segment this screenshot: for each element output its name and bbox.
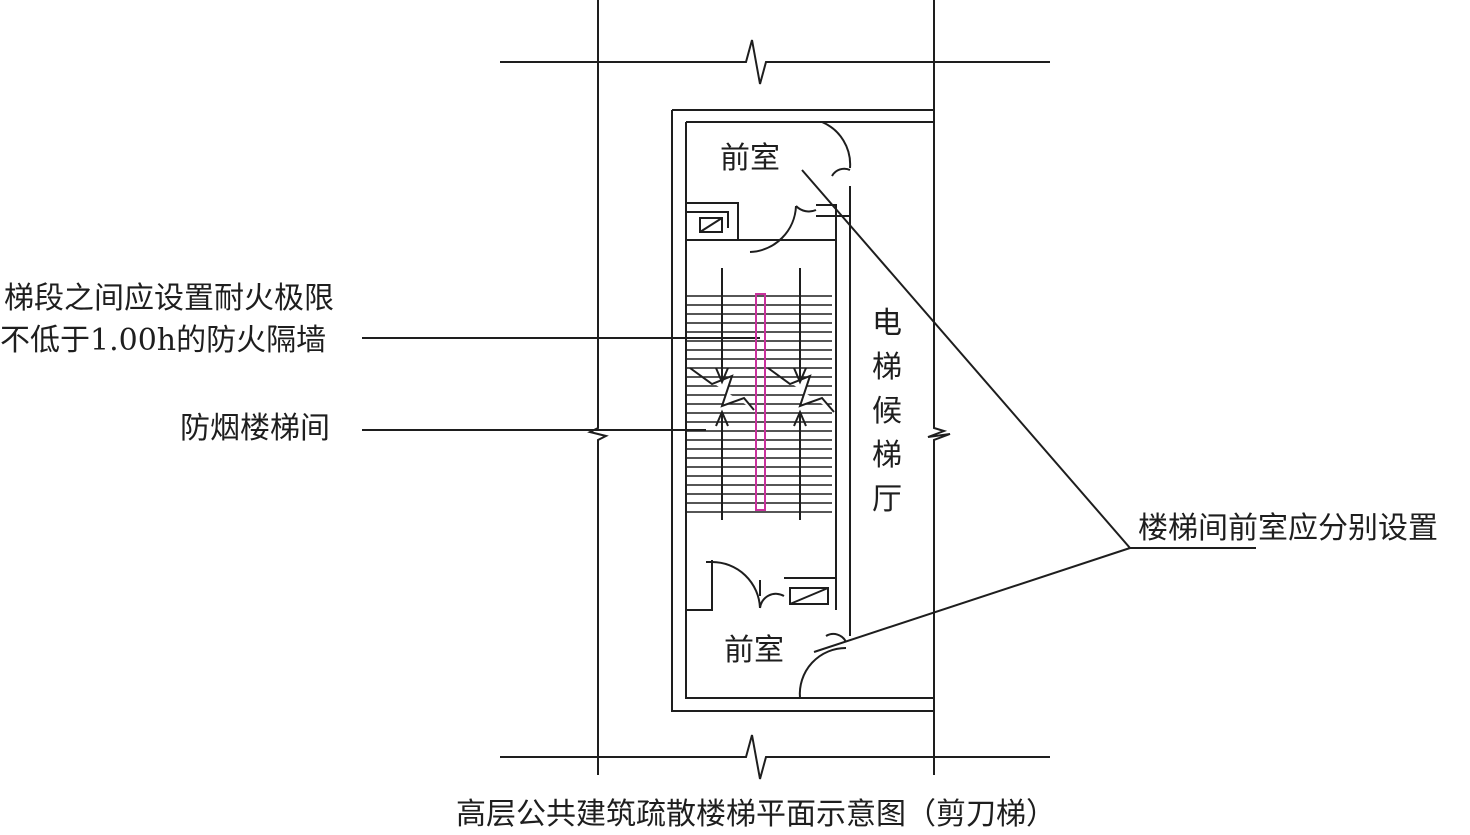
arrow-left-up <box>715 409 729 520</box>
front-room-top-label: 前室 <box>720 141 780 176</box>
fire-wall-note-line2: 不低于1.00h的防火隔墙 <box>0 323 327 358</box>
separate-setting-label: 楼梯间前室应分别设置 <box>1138 511 1438 546</box>
bottom-door-swing-1 <box>711 560 761 609</box>
top-window <box>699 217 723 233</box>
left-flight-break <box>689 367 755 411</box>
right-flight-break <box>767 367 835 413</box>
stair-treads <box>686 295 832 513</box>
fire-wall-note-line1: 梯段之间应设置耐火极限 <box>4 281 334 316</box>
bottom-front-room-partition <box>686 560 837 611</box>
bottom-door-swing-4 <box>825 632 847 643</box>
elevator-hall-label: 电梯候梯厅 <box>872 306 902 517</box>
diagram-caption: 高层公共建筑疏散楼梯平面示意图（剪刀梯） <box>456 797 1056 832</box>
right-building-wall <box>927 0 951 775</box>
bottom-door-swing-3 <box>798 646 847 699</box>
front-room-bottom-label: 前室 <box>724 633 784 668</box>
arrow-right-up <box>793 409 807 520</box>
top-break-line <box>500 39 1050 85</box>
fire-partition-wall <box>755 293 766 511</box>
top-door-swing-4 <box>831 167 851 177</box>
arrow-right-down <box>793 268 807 385</box>
bottom-door-swing-2 <box>759 592 785 609</box>
elevator-hall-left-wall <box>835 186 851 636</box>
bottom-break-line <box>500 734 1050 780</box>
stair-core-outer-wall <box>671 109 934 712</box>
smoke-stair-label: 防烟楼梯间 <box>180 411 330 446</box>
arrow-left-down <box>715 268 729 385</box>
top-door-swing-3 <box>821 121 852 169</box>
leader-front-room-bottom <box>813 547 1131 653</box>
top-door-swing-1 <box>749 205 797 253</box>
left-building-wall <box>587 0 609 775</box>
top-door-swing-2 <box>795 205 817 213</box>
top-front-room-partition <box>686 202 850 241</box>
